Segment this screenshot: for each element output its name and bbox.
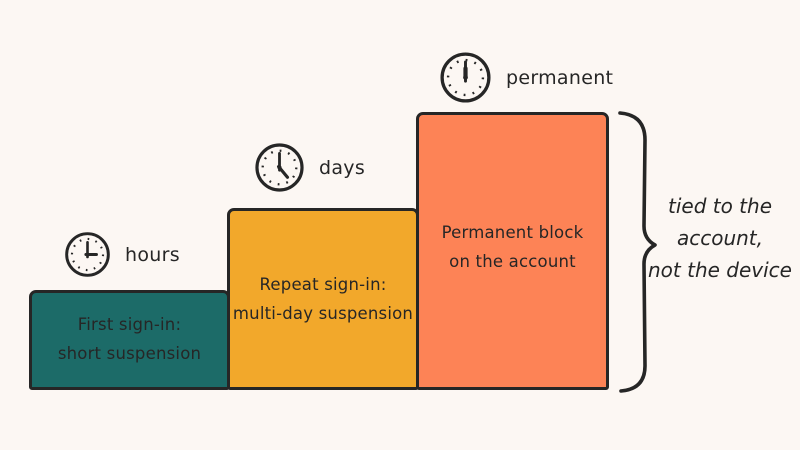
duration-group-permanent: permanent	[438, 50, 613, 105]
clock-icon-days	[255, 143, 304, 192]
bar-label-line: First sign-in:	[77, 315, 182, 334]
annotation-line: tied to the	[667, 194, 772, 218]
bar-label-line: multi-day suspension	[232, 303, 414, 323]
bar-first-sign-in: First sign-in: short suspension	[29, 290, 230, 390]
clock-icon-permanent	[440, 52, 491, 103]
duration-label-days: days	[319, 156, 366, 179]
clock-icon-hours	[65, 232, 110, 277]
duration-label-permanent: permanent	[506, 66, 614, 89]
curly-brace-icon	[618, 111, 657, 393]
bar-permanent-block: Permanent block on the account	[416, 112, 609, 390]
bar-label-line: on the account	[449, 251, 576, 271]
bar-label-line: Permanent block	[441, 223, 584, 242]
annotation-line: account,	[676, 226, 764, 250]
bar-label-line: Repeat sign-in:	[259, 275, 387, 294]
duration-group-hours: hours	[63, 230, 180, 279]
bar-label-line: short suspension	[57, 343, 202, 363]
duration-group-days: days	[253, 141, 365, 194]
duration-label-hours: hours	[125, 243, 180, 266]
bar-first-sign-in-label: First sign-in: short suspension	[58, 311, 201, 387]
annotation-line: not the device	[648, 258, 792, 282]
bar-repeat-sign-in: Repeat sign-in: multi-day suspension	[227, 208, 419, 390]
bar-repeat-sign-in-label: Repeat sign-in: multi-day suspension	[233, 271, 413, 387]
brace-annotation: tied to the account, not the device	[638, 190, 800, 286]
bar-permanent-block-label: Permanent block on the account	[442, 219, 584, 387]
